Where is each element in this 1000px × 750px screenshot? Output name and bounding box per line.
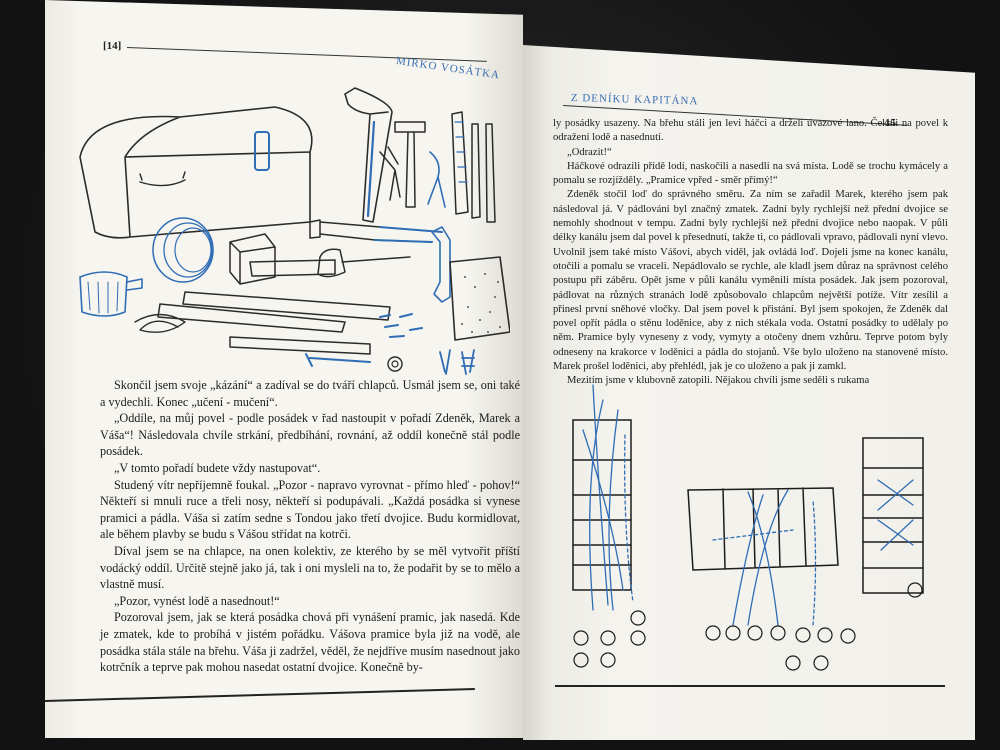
right-page: Z DENÍKU KAPITÁNA 15 ly posádky usazeny.… (523, 45, 975, 740)
chest-lock-drawing (254, 131, 270, 171)
right-boat-arrows (877, 479, 914, 551)
rope-coil-drawing (152, 217, 214, 283)
chest-drawing (79, 106, 313, 239)
left-paragraph: Pozoroval jsem, jak se která posádka cho… (100, 610, 520, 675)
planks-drawing (157, 259, 391, 355)
wood-block-drawing (229, 233, 276, 285)
tools-illustration (79, 87, 510, 375)
pliers-drawing (379, 146, 401, 201)
crew-circles (573, 582, 923, 671)
file-tools-drawing (451, 111, 496, 223)
left-boat-arrows (582, 384, 634, 611)
washer-drawing (387, 356, 403, 372)
axe-drawing (317, 248, 411, 278)
wrench-drawing (431, 226, 451, 303)
left-paragraph: Skončil jsem svoje „kázání“ a zadíval se… (100, 378, 520, 409)
right-page-number: 15 (885, 117, 896, 129)
right-paragraph: Háčkové odrazili přídě lodí, naskočili a… (553, 160, 948, 187)
left-paragraph: Studený vítr nepříjemně foukal. „Pozor -… (100, 477, 520, 542)
left-page-number: [14] (103, 40, 122, 52)
rowing-diagram (572, 384, 924, 671)
left-paragraph: „Oddíle, na můj povel - podle posádek v … (100, 411, 520, 459)
right-paragraph: „Odrazit!“ (567, 146, 612, 158)
left-paragraph: Díval jsem se na chlapce, na onen kolekt… (100, 543, 520, 592)
hammer-drawing (394, 121, 426, 208)
left-paragraph: „Pozor, vynést lodě a nasednout!“ (114, 593, 280, 608)
nails-drawing (379, 313, 423, 338)
right-page-text: ly posádky usazeny. Na břehu stáli jen l… (553, 117, 948, 389)
left-boat-grid (572, 419, 632, 591)
pot-drawing (79, 271, 143, 317)
left-page: [14] MIRKO VOSÁTKA (45, 0, 523, 738)
left-page-text: Skončil jsem svoje „kázání“ a zadíval se… (100, 377, 520, 676)
right-footer-rule (555, 685, 945, 687)
bolt-drawing (305, 353, 371, 367)
left-footer-rule (45, 687, 475, 702)
right-boat-grid (862, 437, 924, 594)
saw-drawing (344, 87, 393, 223)
middle-boat-arrows (712, 489, 817, 626)
staples-drawing (439, 349, 475, 375)
sandpaper-drawing (449, 256, 510, 341)
left-paragraph: „V tomto pořadí budete vždy nastupovat“. (114, 460, 321, 475)
right-paragraph: Mezitím jsme v klubovně zatopili. Nějako… (567, 375, 870, 387)
right-page-header: Z DENÍKU KAPITÁNA (570, 92, 699, 108)
right-paragraph: Zdeněk stočil loď do správného směru. Za… (553, 189, 948, 373)
wire-coil-drawing (134, 313, 186, 333)
right-paragraph: ly posádky usazeny. Na břehu stáli jen l… (553, 118, 948, 144)
